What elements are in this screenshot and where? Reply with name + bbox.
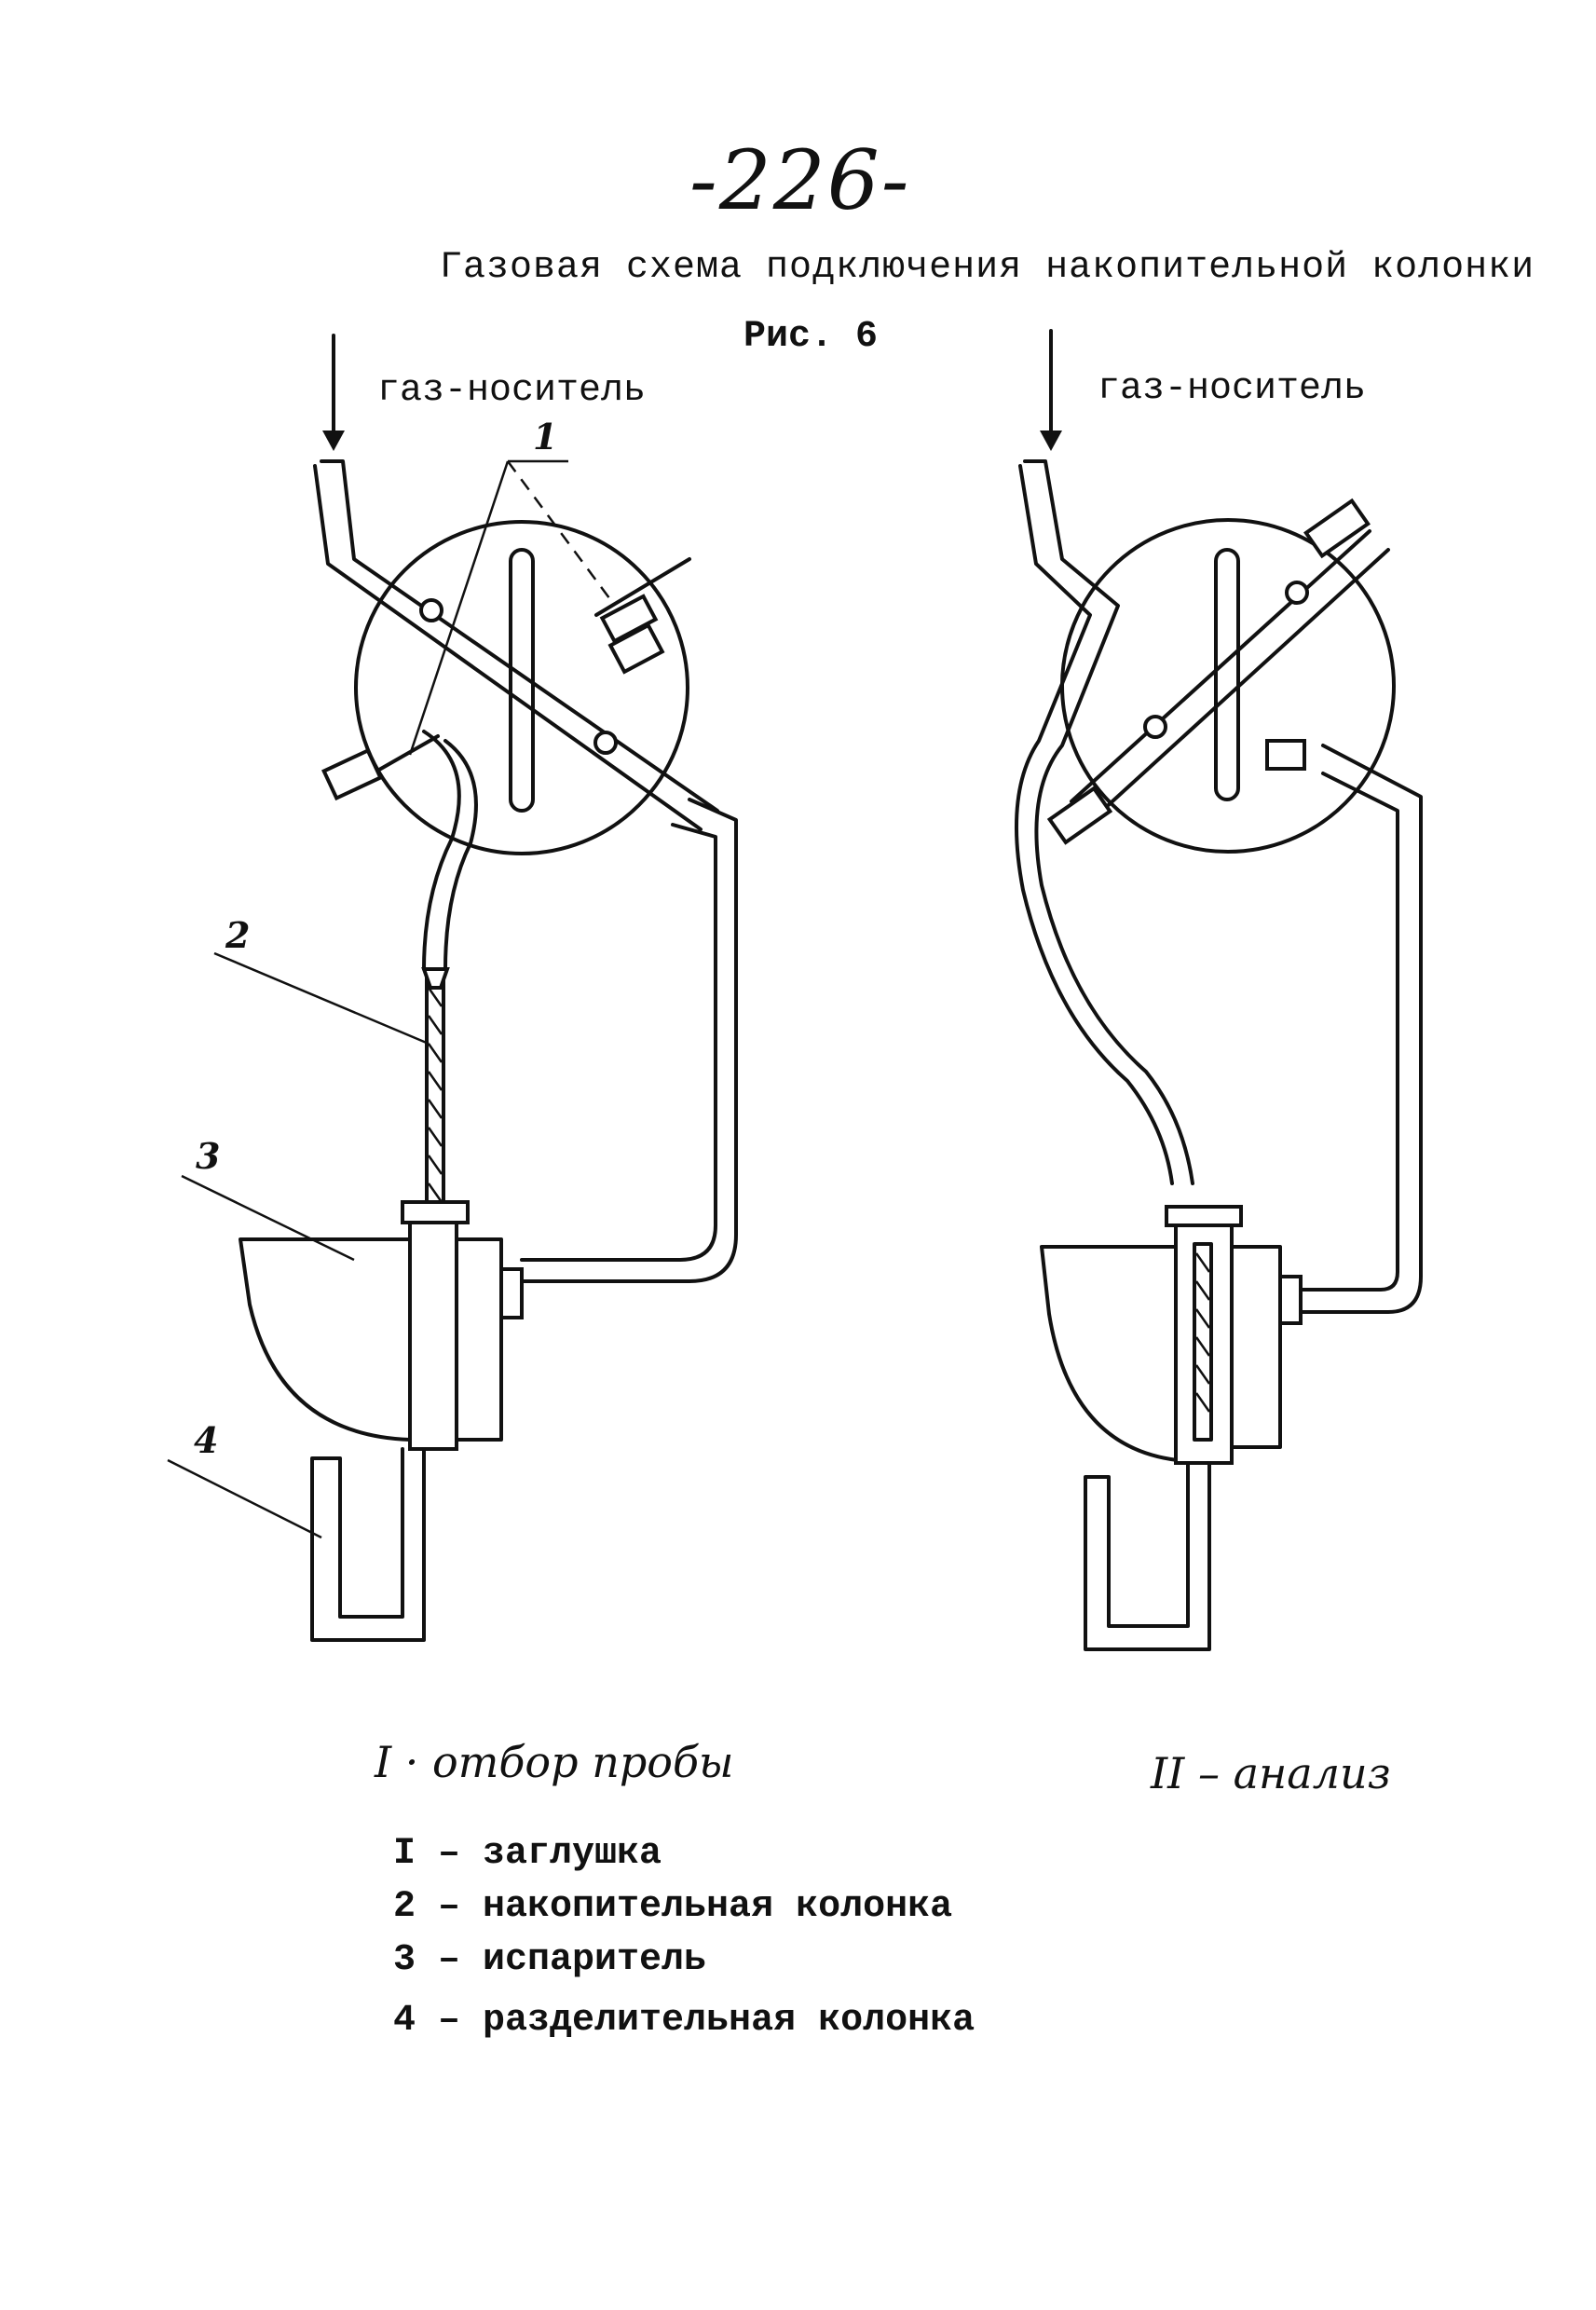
- legend-item: I – заглушка: [393, 1833, 662, 1875]
- callout-4: 4: [194, 1419, 219, 1461]
- plug-right-bottom: [1046, 786, 1113, 845]
- plug-1-head-bl: [321, 747, 383, 801]
- separation-column-right: [1084, 1461, 1211, 1651]
- port-b: [593, 731, 618, 755]
- column-2-connector: [421, 967, 450, 990]
- callout-3: 3: [196, 1135, 221, 1177]
- evaporator-right-port: [1278, 1275, 1303, 1325]
- column-2-packing: [427, 987, 443, 1203]
- port-a: [419, 598, 443, 622]
- evaporator-3-insert: [408, 1205, 458, 1451]
- port-c: [1285, 581, 1309, 605]
- valve-slot-left: [509, 548, 535, 813]
- figure-title: Газовая схема подключения накопительной …: [440, 247, 1535, 289]
- evaporator-right-insert: [1174, 1210, 1234, 1465]
- plug-stem-tr: [594, 557, 691, 617]
- evaporator-right-body: [1040, 1245, 1190, 1463]
- callout-2: 2: [225, 914, 251, 956]
- return-pipe-inner: [520, 823, 717, 1262]
- evaporator-3-side: [455, 1237, 503, 1442]
- separation-column-4: [310, 1447, 426, 1642]
- diagram-analysis: [1014, 329, 1423, 1651]
- leader-1-a: [408, 460, 510, 756]
- diagram-sampling: [167, 334, 738, 1642]
- arrow-head-right: [1040, 431, 1062, 451]
- inlet-tube-right-outer: [1023, 459, 1194, 1185]
- plug-right-mid: [1265, 739, 1306, 771]
- inlet-tube-right-inner: [1014, 464, 1174, 1185]
- return-pipe-right-inner: [1299, 772, 1399, 1292]
- rotor-tube-upper: [320, 459, 719, 813]
- tube-to-column-outer: [422, 730, 461, 971]
- evaporator-3-body: [239, 1237, 412, 1442]
- page-number: -226-: [689, 132, 911, 228]
- column-inside-packing: [1194, 1252, 1211, 1413]
- carrier-gas-label-left: газ-носитель: [377, 370, 647, 412]
- return-pipe-outer: [520, 798, 738, 1283]
- rotor-tube-lower: [313, 464, 703, 831]
- plug-right-top: [1303, 498, 1371, 559]
- evaporator-3-cap: [401, 1200, 470, 1224]
- evaporator-right-side: [1230, 1245, 1282, 1449]
- figure-label: Рис. 6: [743, 316, 879, 358]
- legend-item: 2 – накопительная колонка: [393, 1886, 953, 1928]
- arrow-head-left: [322, 431, 345, 451]
- mode-label-sampling: I · отбор пробы: [375, 1737, 734, 1787]
- legend-item: 3 – испаритель: [393, 1939, 707, 1981]
- leader-2: [213, 951, 430, 1046]
- column-inside-evaporator: [1193, 1242, 1213, 1442]
- mode-label-analysis: II – анализ: [1151, 1748, 1391, 1798]
- evaporator-3-port: [499, 1267, 524, 1319]
- valve-disc-left: [354, 520, 689, 855]
- callout-1: 1: [533, 416, 558, 458]
- rotor-tube-right-lower: [1090, 548, 1390, 822]
- return-pipe-right-outer: [1299, 744, 1423, 1314]
- leader-3: [181, 1174, 355, 1262]
- leader-4: [167, 1458, 322, 1539]
- plug-stem-bl: [371, 734, 440, 775]
- tube-to-column-inner: [443, 739, 478, 971]
- carrier-gas-label-right: газ-носитель: [1098, 368, 1367, 410]
- valve-slot-right: [1214, 548, 1240, 801]
- plug-1-cap-tr: [607, 622, 665, 675]
- rotor-tube-right-upper: [1070, 529, 1371, 803]
- legend-item: 4 – разделительная колонка: [393, 2000, 975, 2042]
- plug-1-head-tr: [599, 594, 659, 644]
- leader-1-b: [506, 460, 617, 607]
- evaporator-right-cap: [1165, 1205, 1243, 1227]
- port-d: [1143, 715, 1167, 739]
